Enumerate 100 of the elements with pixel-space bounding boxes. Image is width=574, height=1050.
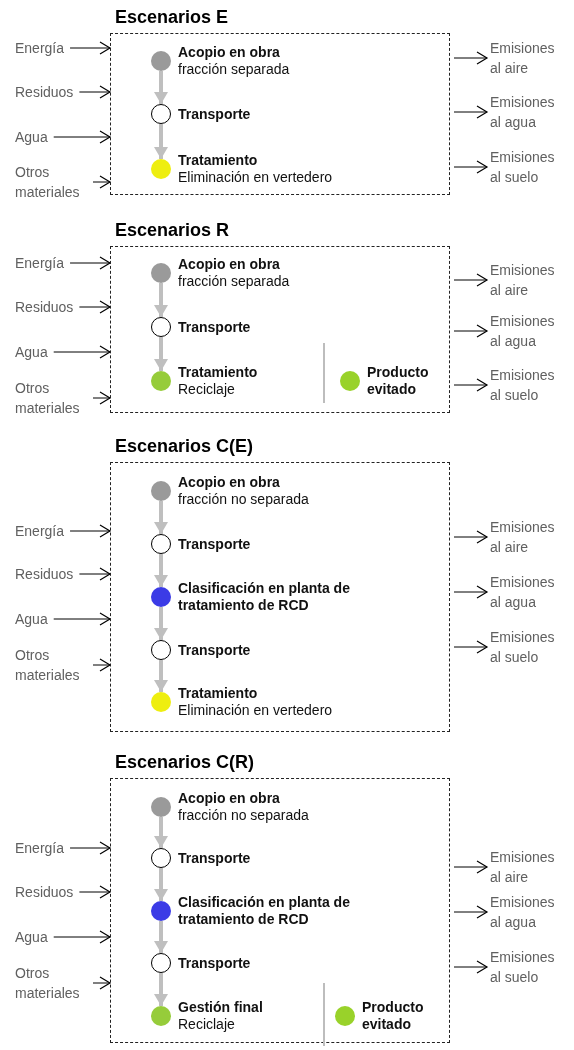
flow-arrow bbox=[154, 554, 168, 587]
arrow bbox=[453, 160, 488, 174]
step-circle bbox=[151, 953, 171, 973]
output-label: Emisiones al aire bbox=[490, 38, 568, 78]
step-title: Clasificación en planta de tratamiento de RCD bbox=[178, 894, 351, 928]
input-label: Energía bbox=[15, 253, 65, 273]
arrow bbox=[78, 567, 111, 581]
flow-arrow bbox=[154, 607, 168, 640]
arrow bbox=[453, 530, 488, 544]
output-label: Emisiones al suelo bbox=[490, 365, 568, 405]
step-circle bbox=[335, 1006, 355, 1026]
step-circle bbox=[151, 104, 171, 124]
step-title: Transporte bbox=[178, 954, 252, 972]
step-title: Producto evitado bbox=[367, 364, 430, 398]
step-description: fracción separada bbox=[178, 273, 291, 290]
step-circle bbox=[151, 263, 171, 283]
step-circle bbox=[151, 692, 171, 712]
step-circle bbox=[151, 1006, 171, 1026]
arrow bbox=[92, 391, 111, 405]
arrow bbox=[69, 524, 111, 538]
arrow bbox=[78, 85, 111, 99]
flow-arrow bbox=[154, 817, 168, 848]
step-title: Transporte bbox=[178, 535, 252, 553]
arrow bbox=[69, 841, 111, 855]
arrow bbox=[453, 640, 488, 654]
step-circle bbox=[151, 371, 171, 391]
input-label: Otros materiales bbox=[15, 162, 87, 202]
step-circle bbox=[151, 797, 171, 817]
arrow bbox=[53, 612, 111, 626]
input-label: Agua bbox=[15, 927, 48, 947]
step-description: fracción no separada bbox=[178, 491, 310, 508]
step-title: Transporte bbox=[178, 641, 252, 659]
output-label: Emisiones al aire bbox=[490, 847, 568, 887]
scenario-title: Escenarios E bbox=[115, 7, 229, 28]
step-circle bbox=[151, 481, 171, 501]
flow-arrow bbox=[154, 921, 168, 953]
step-title: Transporte bbox=[178, 105, 252, 123]
arrow bbox=[453, 378, 488, 392]
step-title: Tratamiento bbox=[178, 152, 259, 169]
flow-arrow bbox=[154, 124, 168, 159]
arrow bbox=[92, 175, 111, 189]
step-title: Producto evitado bbox=[362, 999, 425, 1033]
flow-arrow bbox=[154, 660, 168, 692]
input-label: Energía bbox=[15, 838, 65, 858]
arrow bbox=[92, 658, 111, 672]
input-label: Residuos bbox=[15, 564, 74, 584]
step-description: Eliminación en vertedero bbox=[178, 169, 334, 186]
flow-arrow bbox=[154, 283, 168, 317]
arrow bbox=[453, 273, 488, 287]
input-label: Otros materiales bbox=[15, 963, 87, 1003]
step-circle bbox=[151, 534, 171, 554]
arrow bbox=[453, 860, 488, 874]
step-title: Acopio en obra bbox=[178, 44, 281, 61]
step-title: Acopio en obra bbox=[178, 256, 281, 273]
input-label: Energía bbox=[15, 38, 65, 58]
output-label: Emisiones al agua bbox=[490, 572, 568, 612]
arrow bbox=[78, 300, 111, 314]
arrow bbox=[453, 105, 488, 119]
step-description: Eliminación en vertedero bbox=[178, 702, 334, 719]
output-label: Emisiones al agua bbox=[490, 311, 568, 351]
step-circle bbox=[340, 371, 360, 391]
arrow bbox=[69, 41, 111, 55]
arrow bbox=[453, 585, 488, 599]
input-label: Energía bbox=[15, 521, 65, 541]
flow-arrow bbox=[154, 973, 168, 1006]
output-label: Emisiones al aire bbox=[490, 517, 568, 557]
output-label: Emisiones al suelo bbox=[490, 147, 568, 187]
output-label: Emisiones al agua bbox=[490, 892, 568, 932]
step-title: Tratamiento bbox=[178, 685, 259, 702]
flow-arrow bbox=[154, 337, 168, 371]
input-label: Agua bbox=[15, 342, 48, 362]
input-label: Agua bbox=[15, 127, 48, 147]
step-title: Acopio en obra bbox=[178, 474, 281, 491]
output-label: Emisiones al agua bbox=[490, 92, 568, 132]
output-label: Emisiones al suelo bbox=[490, 627, 568, 667]
step-circle bbox=[151, 640, 171, 660]
step-description: fracción separada bbox=[178, 61, 291, 78]
step-circle bbox=[151, 159, 171, 179]
scenario-title: Escenarios C(R) bbox=[115, 752, 255, 773]
step-circle bbox=[151, 51, 171, 71]
arrow bbox=[53, 930, 111, 944]
arrow bbox=[78, 885, 111, 899]
arrow bbox=[53, 130, 111, 144]
step-title: Clasificación en planta de tratamiento de RCD bbox=[178, 580, 351, 614]
step-description: fracción no separada bbox=[178, 807, 310, 824]
flow-arrow bbox=[154, 868, 168, 901]
output-label: Emisiones al aire bbox=[490, 260, 568, 300]
step-title: Transporte bbox=[178, 849, 252, 867]
step-title: Transporte bbox=[178, 318, 252, 336]
arrow bbox=[69, 256, 111, 270]
flow-arrow bbox=[154, 71, 168, 104]
input-label: Agua bbox=[15, 609, 48, 629]
scenario-title: Escenarios C(E) bbox=[115, 436, 254, 457]
input-label: Residuos bbox=[15, 82, 74, 102]
arrow bbox=[453, 324, 488, 338]
input-label: Otros materiales bbox=[15, 378, 87, 418]
arrow bbox=[53, 345, 111, 359]
arrow bbox=[92, 976, 111, 990]
scenario-title: Escenarios R bbox=[115, 220, 230, 241]
step-circle bbox=[151, 587, 171, 607]
